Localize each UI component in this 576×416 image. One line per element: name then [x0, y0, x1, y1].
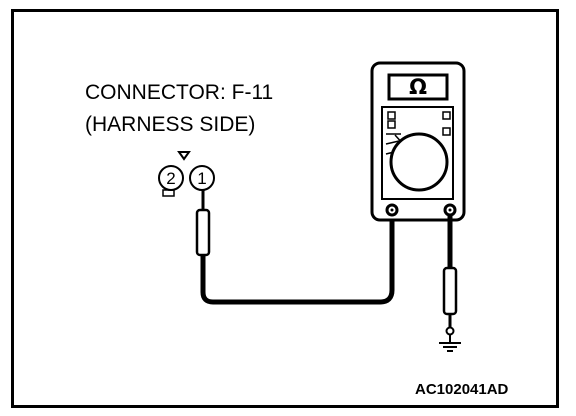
probe-left-handle — [195, 208, 211, 257]
probe-right — [442, 266, 458, 336]
connector-pin-1-label: 1 — [197, 169, 206, 188]
connector-title: CONNECTOR: F-11 — [85, 81, 274, 104]
connector-side-label: (HARNESS SIDE) — [85, 113, 256, 136]
ohm-icon: Ω — [409, 75, 427, 99]
probe-right-handle — [442, 266, 458, 316]
mode-button-3 — [442, 111, 451, 120]
probe-left — [195, 190, 211, 257]
test-lead-wire-left — [200, 213, 395, 305]
mode-button-2 — [387, 120, 396, 129]
diagram-frame — [11, 9, 559, 408]
scale-mark-2 — [385, 140, 400, 145]
probe-right-contact — [445, 326, 455, 336]
rotary-selector-dial — [389, 132, 449, 192]
mode-button-4 — [442, 127, 451, 136]
ground-icon — [439, 334, 461, 352]
connector-pin-2-label: 2 — [166, 169, 175, 188]
connector-f11: 2 1 — [158, 151, 215, 197]
mode-button-1 — [387, 111, 396, 120]
connector-pin-2-circle — [158, 165, 184, 191]
meter-jack-left-center — [390, 208, 394, 212]
multimeter: Ω — [370, 61, 466, 222]
figure-code: AC102041AD — [415, 381, 509, 398]
meter-jack-right-center — [448, 208, 452, 212]
multimeter-display — [387, 73, 449, 101]
connector-lock-icon — [177, 151, 191, 161]
